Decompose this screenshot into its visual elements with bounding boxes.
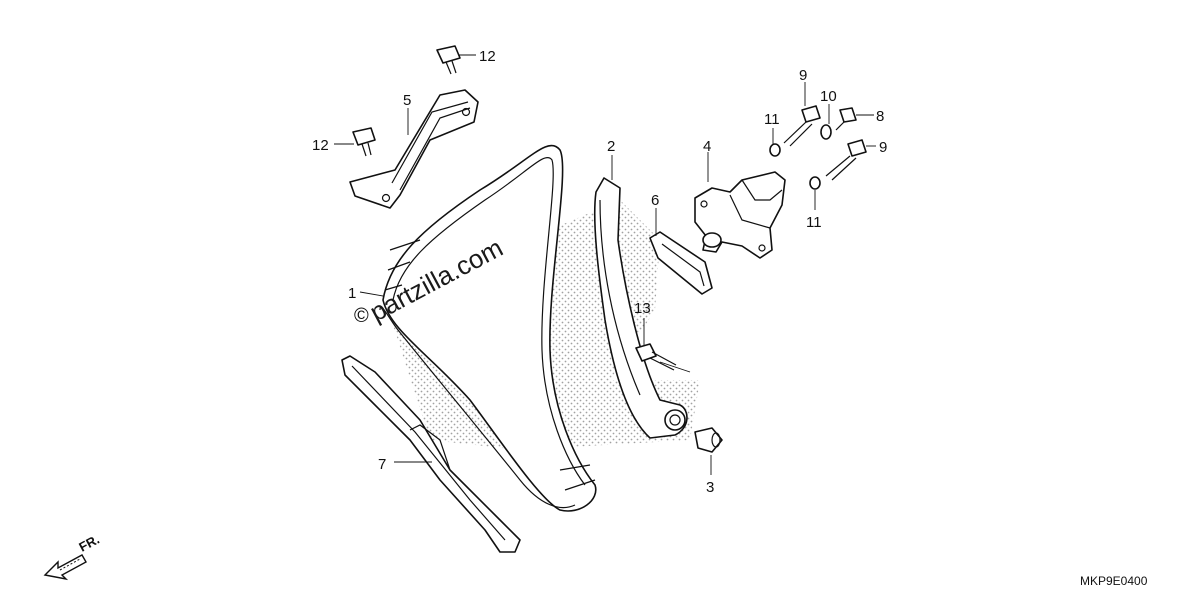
washer-11-lower	[809, 176, 821, 190]
washer-11-upper	[769, 143, 781, 157]
callout-3: 3	[706, 479, 714, 496]
bolt-12-upper	[436, 45, 461, 75]
diagram-code: MKP9E0400	[1080, 574, 1148, 588]
callout-9-upper: 9	[799, 67, 807, 84]
chain-guide	[341, 355, 521, 553]
callout-7: 7	[378, 456, 386, 473]
callout-4: 4	[703, 138, 711, 155]
bolt-8	[835, 107, 857, 131]
tensioner-gasket	[649, 231, 713, 295]
callout-5: 5	[403, 92, 411, 109]
callout-2: 2	[607, 138, 615, 155]
callout-12-lower: 12	[312, 137, 329, 154]
collar	[694, 427, 723, 453]
leader-lines	[334, 54, 876, 475]
callout-1: 1	[348, 285, 356, 302]
bolt-9-lower	[825, 139, 867, 181]
callout-11-upper: 11	[764, 111, 780, 128]
callout-10: 10	[820, 88, 837, 105]
callout-11-lower: 11	[806, 214, 822, 231]
bolt-13	[635, 343, 677, 371]
callout-12-upper: 12	[479, 48, 496, 65]
callout-8: 8	[876, 108, 884, 125]
front-arrow-icon	[43, 554, 87, 581]
washer-10	[820, 124, 832, 140]
chain-guide-plate	[349, 89, 479, 209]
tensioner-arm	[593, 177, 688, 439]
bolt-9-upper	[783, 105, 821, 147]
cam-chain	[379, 144, 597, 512]
callout-13: 13	[634, 300, 651, 317]
callout-9-lower: 9	[879, 139, 887, 156]
front-direction-label: FR.	[76, 532, 102, 555]
copyright-symbol: ©	[354, 305, 369, 327]
callout-6: 6	[651, 192, 659, 209]
bolt-12-lower	[352, 127, 376, 157]
tensioner-lifter	[694, 171, 786, 259]
